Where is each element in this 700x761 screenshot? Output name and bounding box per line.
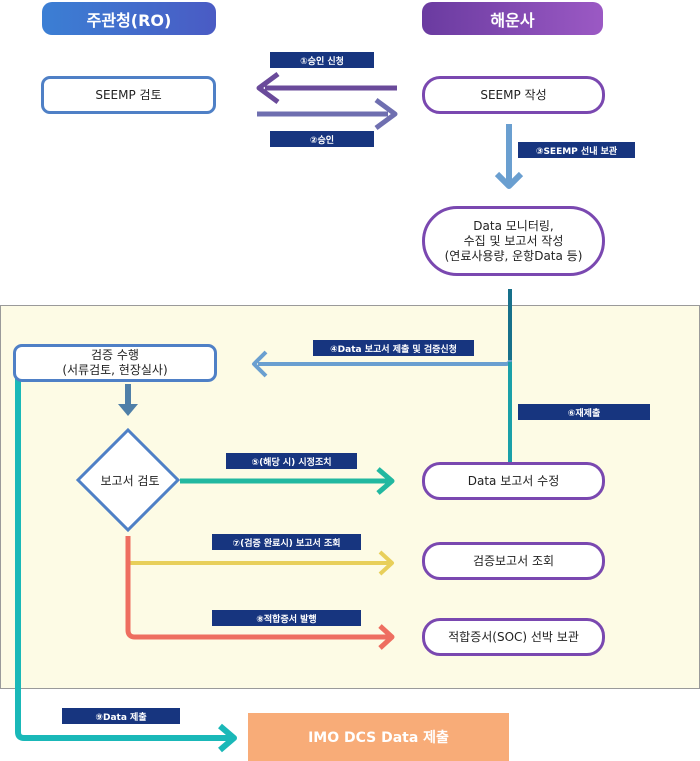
step-4-tag: ④Data 보고서 제출 및 검증신청 [313, 340, 474, 356]
data-monitoring-node: Data 모니터링, 수집 및 보고서 작성 (연료사용량, 운항Data 등) [422, 206, 605, 276]
step-9-tag: ⑨Data 제출 [62, 708, 180, 724]
report-revise-node: Data 보고서 수정 [422, 462, 605, 500]
step-5-tag: ⑤(해당 시) 시정조치 [226, 453, 357, 469]
verify-line-1: 검증 수행 [91, 348, 139, 362]
verification-node: 검증 수행 (서류검토, 현장실사) [13, 344, 217, 382]
step-7-tag: ⑦(검증 완료시) 보고서 조회 [212, 534, 361, 550]
shipping-company-header: 해운사 [422, 2, 603, 35]
soc-keep-node: 적합증서(SOC) 선박 보관 [422, 618, 605, 656]
verify-to-review-arrow [118, 384, 138, 416]
step-3-tag: ③SEEMP 선내 보관 [518, 142, 635, 158]
report-review-label: 보고서 검토 [100, 473, 160, 488]
submit-report-arrow [252, 289, 512, 378]
step-6-tag: ⑥재제출 [518, 404, 650, 420]
seemp-write-node: SEEMP 작성 [422, 76, 605, 114]
monitoring-line-2: 수집 및 보고서 작성 [463, 233, 564, 248]
verify-line-2: (서류검토, 현장실사) [62, 363, 168, 377]
ro-header: 주관청(RO) [42, 2, 216, 35]
seemp-review-node: SEEMP 검토 [41, 76, 216, 114]
verification-report-node: 검증보고서 조회 [422, 542, 605, 580]
report-review-diamond [75, 427, 181, 533]
corrective-action-arrow [180, 467, 395, 495]
onboard-keep-arrow [494, 124, 524, 189]
soc-issue-arrow [125, 536, 395, 650]
approval-request-arrow [256, 71, 397, 105]
monitoring-line-1: Data 모니터링, [473, 218, 554, 233]
step-1-tag: ①승인 신청 [270, 52, 374, 68]
approval-arrow [257, 97, 398, 131]
imo-dcs-submit-node: IMO DCS Data 제출 [248, 713, 509, 761]
step-8-tag: ⑧적합증서 발행 [212, 610, 361, 626]
step-2-tag: ②승인 [270, 131, 374, 147]
monitoring-line-3: (연료사용량, 운항Data 등) [444, 248, 583, 263]
